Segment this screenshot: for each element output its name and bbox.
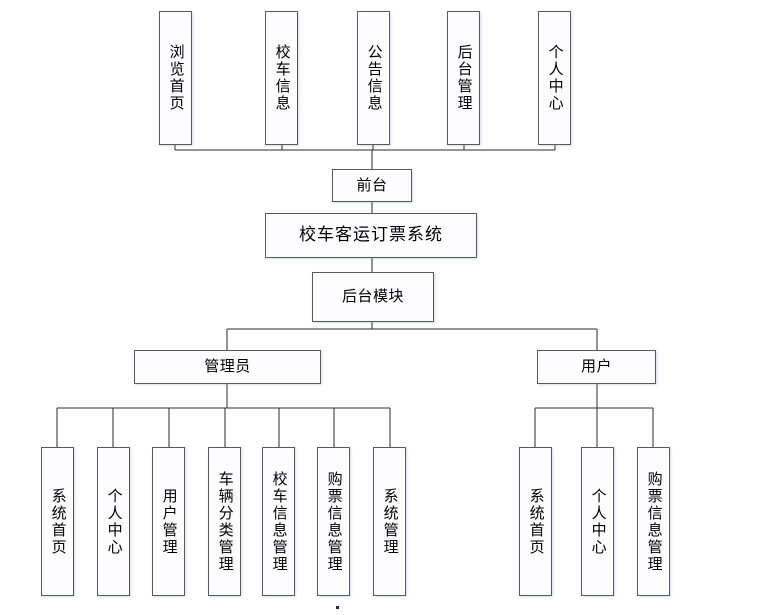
node-user-ticket-info[interactable]: 购票信息管理 (637, 447, 670, 596)
node-admin-user-mgmt-label: 用户管理 (160, 487, 178, 556)
node-admin-home[interactable]: 系统首页 (41, 447, 74, 596)
node-front-notice-label: 公告信息 (365, 44, 383, 112)
node-front-admin[interactable]: 后台管理 (447, 11, 480, 145)
node-admin-vehicle-category-label: 车辆分类管理 (216, 470, 234, 573)
node-user-home[interactable]: 系统首页 (519, 447, 552, 596)
node-front-personal[interactable]: 个人中心 (538, 11, 571, 145)
node-role-user-label: 用户 (580, 358, 612, 376)
node-system-root[interactable]: 校车客运订票系统 (265, 213, 477, 258)
node-user-personal-label: 个人中心 (589, 487, 607, 556)
node-backend-module[interactable]: 后台模块 (312, 272, 434, 322)
node-role-user[interactable]: 用户 (537, 350, 656, 384)
node-role-admin-label: 管理员 (204, 358, 251, 376)
node-front-personal-label: 个人中心 (546, 44, 564, 112)
node-admin-bus-info[interactable]: 校车信息管理 (262, 447, 295, 596)
node-user-personal[interactable]: 个人中心 (581, 447, 614, 596)
node-front-home-label: 浏览首页 (167, 44, 185, 112)
node-admin-bus-info-label: 校车信息管理 (270, 470, 288, 573)
node-user-home-label: 系统首页 (527, 487, 545, 556)
node-frontend-label: 前台 (356, 176, 388, 194)
node-front-bus-info-label: 校车信息 (273, 44, 291, 112)
node-admin-ticket-info-label: 购票信息管理 (325, 470, 343, 573)
node-admin-personal-label: 个人中心 (105, 487, 123, 556)
node-frontend[interactable]: 前台 (332, 169, 412, 202)
node-admin-system-mgmt-label: 系统管理 (381, 487, 399, 556)
page-marker-dot (336, 606, 339, 609)
node-admin-ticket-info[interactable]: 购票信息管理 (317, 447, 350, 596)
node-admin-home-label: 系统首页 (49, 487, 67, 556)
node-front-admin-label: 后台管理 (455, 44, 473, 112)
node-system-root-label: 校车客运订票系统 (299, 225, 443, 245)
node-role-admin[interactable]: 管理员 (134, 350, 321, 384)
node-admin-system-mgmt[interactable]: 系统管理 (373, 447, 406, 596)
node-admin-user-mgmt[interactable]: 用户管理 (152, 447, 185, 596)
node-backend-module-label: 后台模块 (341, 288, 404, 306)
node-user-ticket-info-label: 购票信息管理 (645, 470, 663, 573)
node-front-home[interactable]: 浏览首页 (159, 11, 192, 145)
node-admin-vehicle-category[interactable]: 车辆分类管理 (208, 447, 241, 596)
node-front-notice[interactable]: 公告信息 (357, 11, 390, 145)
node-front-bus-info[interactable]: 校车信息 (265, 11, 298, 145)
node-admin-personal[interactable]: 个人中心 (97, 447, 130, 596)
